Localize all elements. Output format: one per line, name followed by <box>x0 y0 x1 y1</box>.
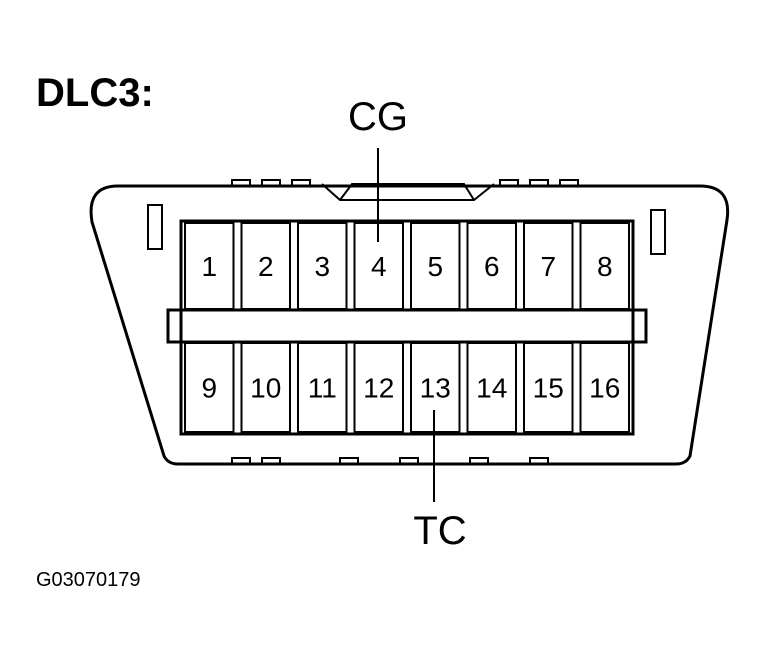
connector-housing <box>89 184 730 466</box>
pin-cell-13 <box>410 342 461 433</box>
pin-number: 14 <box>476 373 507 404</box>
pin-number: 12 <box>363 373 394 404</box>
pin-number: 5 <box>427 251 443 282</box>
pin-cell-16 <box>579 342 630 433</box>
pin-number: 6 <box>484 251 500 282</box>
center-divider-bar <box>166 308 648 344</box>
diagram-title: DLC3: <box>36 71 154 115</box>
housing-top-notches <box>231 179 579 186</box>
pin-number: 9 <box>201 373 217 404</box>
figure-id: G03070179 <box>36 569 141 591</box>
pin-cell-14 <box>466 342 517 433</box>
connector-key <box>321 183 495 201</box>
housing-bottom-notches <box>231 457 549 464</box>
pin-number: 8 <box>597 251 613 282</box>
pin-cell-10 <box>240 342 291 433</box>
pin-number: 16 <box>589 373 620 404</box>
left-latch-tab <box>147 204 163 250</box>
bottom-pin-row: 9 10 11 12 13 14 15 16 <box>184 342 630 433</box>
tc-callout-label: TC <box>413 509 466 553</box>
pin-cell-15 <box>523 342 574 433</box>
right-latch-tab <box>650 209 666 255</box>
pin-block-frame <box>179 219 635 436</box>
cg-callout-label: CG <box>348 95 408 139</box>
pin-cell-9 <box>184 342 235 433</box>
pin-number: 4 <box>371 251 387 282</box>
pin-number: 3 <box>314 251 330 282</box>
pin-number: 2 <box>258 251 274 282</box>
pin-number: 11 <box>308 373 337 404</box>
pin-number: 10 <box>250 373 281 404</box>
pin-cell-11 <box>297 342 348 433</box>
pin-number: 1 <box>201 251 217 282</box>
top-pin-row: 1 2 3 4 5 6 7 8 <box>184 222 630 310</box>
pin-number: 7 <box>540 251 556 282</box>
pin-cell-12 <box>353 342 404 433</box>
pin-number: 13 <box>420 373 451 404</box>
pin-number: 15 <box>533 373 564 404</box>
